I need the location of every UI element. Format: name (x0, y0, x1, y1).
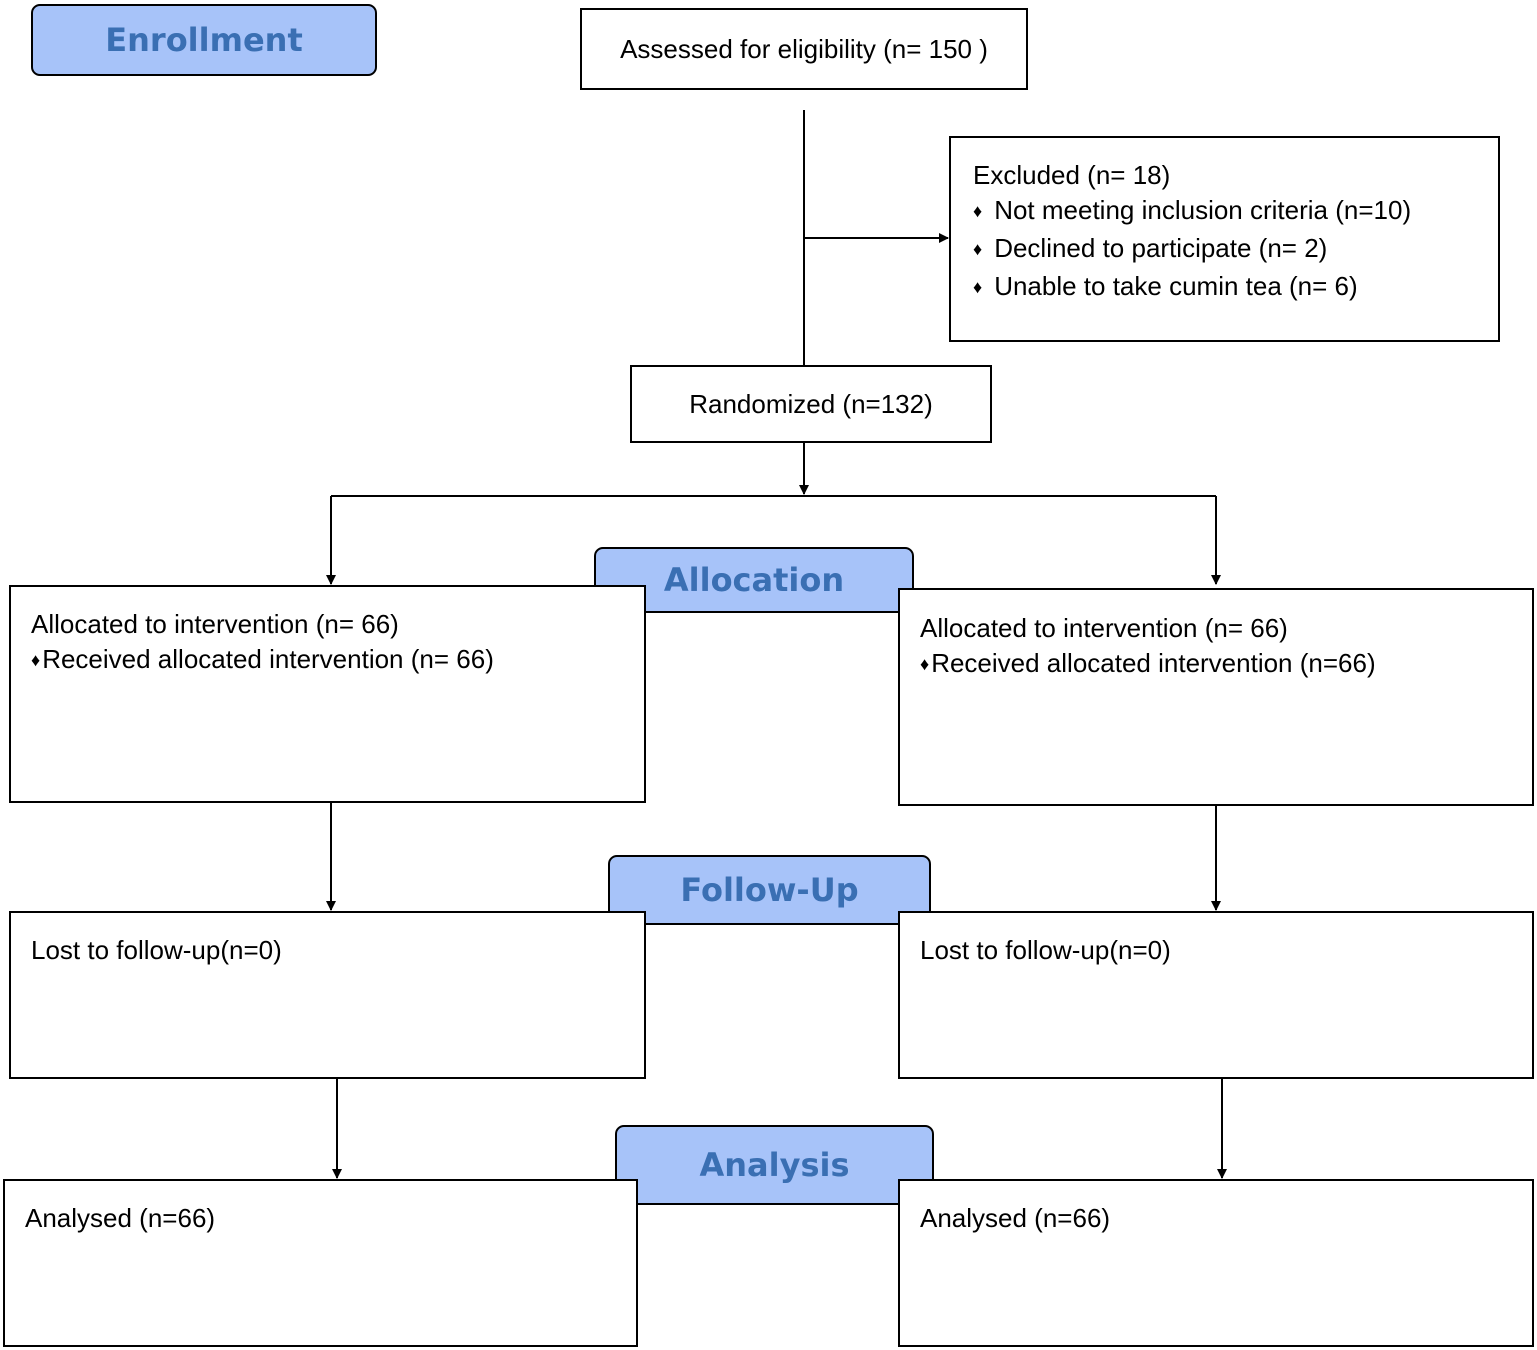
diamond-bullet-icon: ♦ (920, 654, 930, 674)
excluded-title: Excluded (n= 18) (973, 160, 1171, 190)
analysis-stage-text: Analysis (699, 1146, 850, 1184)
excluded-item: ♦ Unable to take cumin tea (n= 6) (973, 269, 1498, 307)
allocation-stage-text: Allocation (663, 561, 845, 599)
right-received-text: Received allocated intervention (n=66) (931, 648, 1376, 678)
left-allocated-text: Allocated to intervention (n= 66) (31, 609, 399, 639)
enrollment-stage-text: Enrollment (105, 21, 303, 59)
diamond-bullet-icon: ♦ (973, 239, 983, 259)
excluded-item-text: Unable to take cumin tea (n= 6) (994, 271, 1358, 301)
left-follow-up-box: Lost to follow-up(n=0) (9, 911, 646, 1079)
excluded-item-text: Declined to participate (n= 2) (994, 233, 1328, 263)
follow-up-stage-text: Follow-Up (680, 871, 859, 909)
right-analysis-box: Analysed (n=66) (898, 1179, 1534, 1347)
diamond-bullet-icon: ♦ (973, 277, 983, 297)
assessed-box: Assessed for eligibility (n= 150 ) (580, 8, 1028, 90)
left-analysis-box: Analysed (n=66) (3, 1179, 638, 1347)
left-received-line: ♦Received allocated intervention (n= 66) (31, 642, 644, 680)
diamond-bullet-icon: ♦ (973, 201, 983, 221)
right-lost-text: Lost to follow-up(n=0) (920, 935, 1171, 965)
excluded-box: Excluded (n= 18) ♦ Not meeting inclusion … (949, 136, 1500, 342)
right-received-line: ♦Received allocated intervention (n=66) (920, 646, 1532, 684)
analysis-stage-label: Analysis (615, 1125, 934, 1205)
left-analysed-text: Analysed (n=66) (25, 1203, 216, 1233)
randomized-text: Randomized (n=132) (689, 388, 933, 419)
excluded-item: ♦ Not meeting inclusion criteria (n=10) (973, 193, 1498, 231)
allocation-stage-label: Allocation (594, 547, 914, 613)
right-allocation-box: Allocated to intervention (n= 66) ♦Recei… (898, 588, 1534, 806)
randomized-box: Randomized (n=132) (630, 365, 992, 443)
diamond-bullet-icon: ♦ (31, 650, 41, 670)
left-lost-text: Lost to follow-up(n=0) (31, 935, 282, 965)
right-allocated-text: Allocated to intervention (n= 66) (920, 613, 1288, 643)
left-allocation-box: Allocated to intervention (n= 66) ♦Recei… (9, 585, 646, 803)
left-received-text: Received allocated intervention (n= 66) (42, 644, 494, 674)
enrollment-stage-label: Enrollment (31, 4, 377, 76)
right-analysed-text: Analysed (n=66) (920, 1203, 1111, 1233)
excluded-item-text: Not meeting inclusion criteria (n=10) (994, 195, 1412, 225)
follow-up-stage-label: Follow-Up (608, 855, 931, 925)
excluded-item: ♦ Declined to participate (n= 2) (973, 231, 1498, 269)
right-follow-up-box: Lost to follow-up(n=0) (898, 911, 1534, 1079)
assessed-text: Assessed for eligibility (n= 150 ) (620, 33, 988, 64)
